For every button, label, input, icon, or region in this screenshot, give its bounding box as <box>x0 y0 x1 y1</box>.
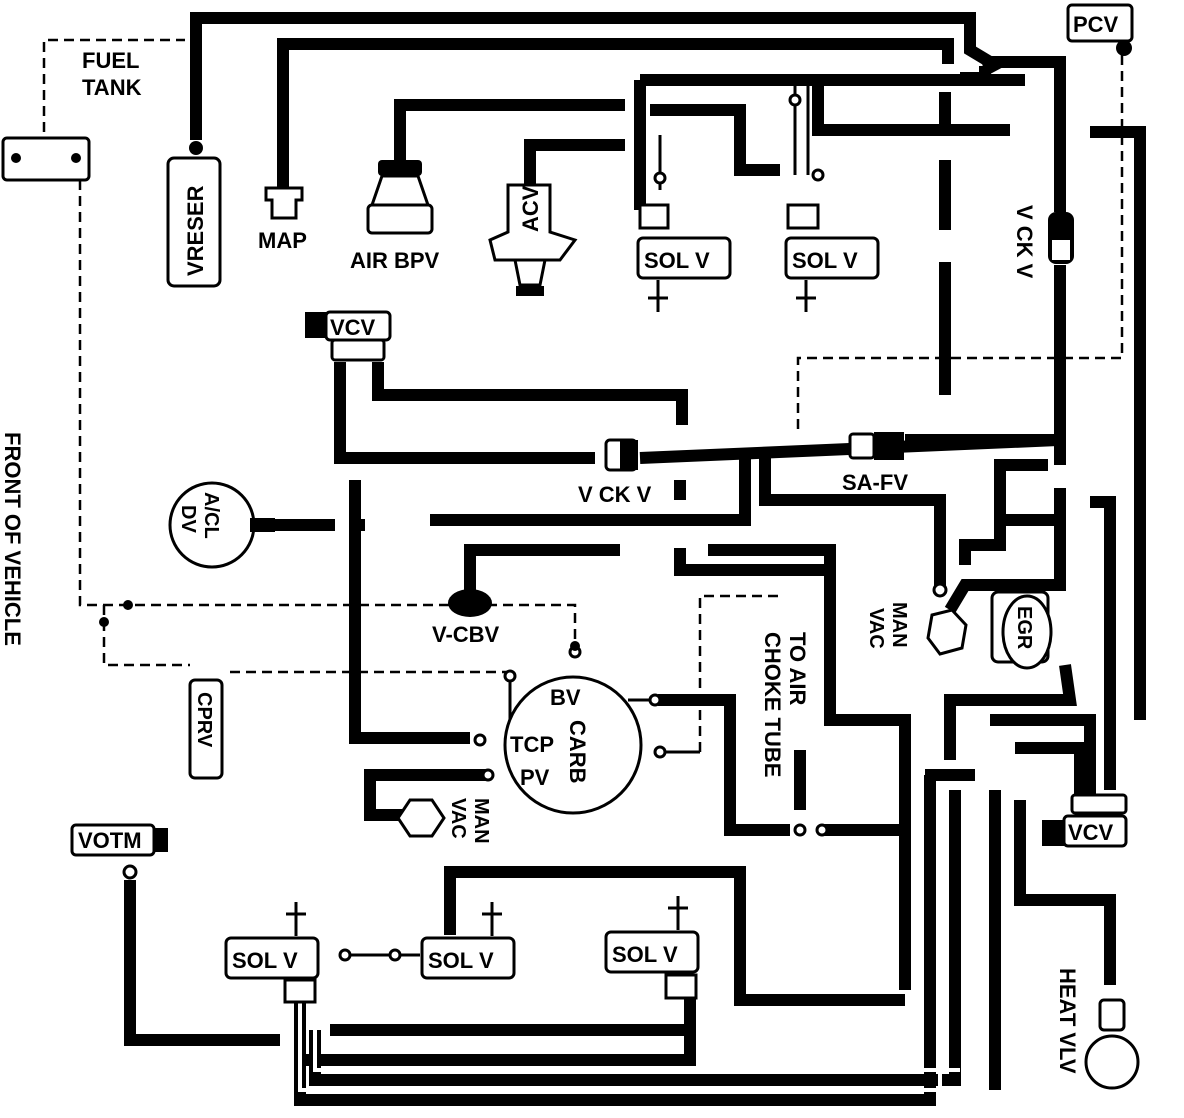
sol-v-bottom-1-label: SOL V <box>232 948 298 973</box>
vacuum-control-valve-right: VCV <box>1042 793 1128 848</box>
to-air-label-2: CHOKE TUBE <box>760 632 785 777</box>
carburetor: BV TCP PV CARB <box>473 645 667 815</box>
vreser-label: VRESER <box>183 185 208 276</box>
front-of-vehicle-label: FRONT OF VEHICLE <box>0 432 25 646</box>
v-cbv-label: V-CBV <box>432 622 500 647</box>
map-label: MAP <box>258 228 307 253</box>
air-control-valve: ACV <box>488 183 578 296</box>
man-vac-right-label-2: VAC <box>865 608 887 649</box>
v-ck-v-vertical-label: V CK V <box>1012 205 1037 279</box>
pcv-valve: PCV <box>1066 3 1134 56</box>
fuel-tank: FUEL TANK <box>1 48 142 182</box>
solenoid-valve-bottom-2: SOL V <box>420 902 516 980</box>
sol-v-bottom-2-label: SOL V <box>428 948 494 973</box>
solenoid-valve-bottom-3: SOL V <box>604 896 700 1000</box>
carb-label: CARB <box>565 720 590 784</box>
cprv-valve: CPRV <box>188 678 224 780</box>
vacuum-check-valve-vertical: V CK V <box>1012 205 1074 279</box>
air-cleaner-duct-valve: A/CL DV <box>168 481 275 569</box>
v-ck-v-middle-label: V CK V <box>578 482 652 507</box>
egr-label: EGR <box>1013 606 1035 650</box>
carb-pv-label: PV <box>520 765 550 790</box>
hose-highlights <box>298 790 960 1092</box>
v-cbv-valve: V-CBV <box>432 589 500 647</box>
vacuum-control-valve-top: VCV <box>305 310 392 362</box>
sol-v-bottom-3-label: SOL V <box>612 942 678 967</box>
solenoid-valve-bottom-1: SOL V <box>224 902 320 1004</box>
sol-v-1-label: SOL V <box>644 248 710 273</box>
sa-fv-valve: SA-FV <box>842 432 908 495</box>
to-air-choke-tube-note: TO AIR CHOKE TUBE <box>760 632 810 777</box>
pcv-label: PCV <box>1073 12 1119 37</box>
solenoid-valve-2: SOL V <box>784 203 880 312</box>
vcv-right-label: VCV <box>1068 820 1114 845</box>
air-bypass-valve: AIR BPV <box>350 160 440 273</box>
fuel-tank-label-2: TANK <box>82 75 142 100</box>
acv-label: ACV <box>518 185 543 232</box>
man-vac-right-label-1: MAN <box>888 602 910 648</box>
solenoid-valve-1: SOL V <box>636 203 732 312</box>
votm-label: VOTM <box>78 828 142 853</box>
manifold-vacuum-port-left: MAN VAC <box>396 798 492 844</box>
heat-vlv-label: HEAT VLV <box>1055 968 1080 1074</box>
carb-bv-label: BV <box>550 685 581 710</box>
heat-valve: HEAT VLV <box>1055 925 1140 1090</box>
manifold-vacuum-port-right: MAN VAC <box>865 602 968 656</box>
sa-fv-label: SA-FV <box>842 470 908 495</box>
cprv-label: CPRV <box>193 692 215 748</box>
air-bpv-label: AIR BPV <box>350 248 440 273</box>
votm-valve: VOTM <box>70 823 168 880</box>
vacuum-check-valve-middle: V CK V <box>578 438 652 507</box>
vacuum-reservoir: VRESER <box>166 141 222 288</box>
egr-valve: EGR <box>990 590 1053 670</box>
vcv-top-label: VCV <box>330 315 376 340</box>
to-air-label-1: TO AIR <box>785 632 810 705</box>
acl-dv-label-2: DV <box>177 505 199 533</box>
acl-dv-label-1: A/CL <box>200 492 222 539</box>
man-vac-left-label-1: MAN <box>470 798 492 844</box>
map-sensor: MAP <box>258 186 307 253</box>
fuel-tank-label-1: FUEL <box>82 48 139 73</box>
carb-tcp-label: TCP <box>510 732 554 757</box>
sol-v-2-label: SOL V <box>792 248 858 273</box>
hose-junctions <box>99 93 948 962</box>
man-vac-left-label-2: VAC <box>447 798 469 839</box>
